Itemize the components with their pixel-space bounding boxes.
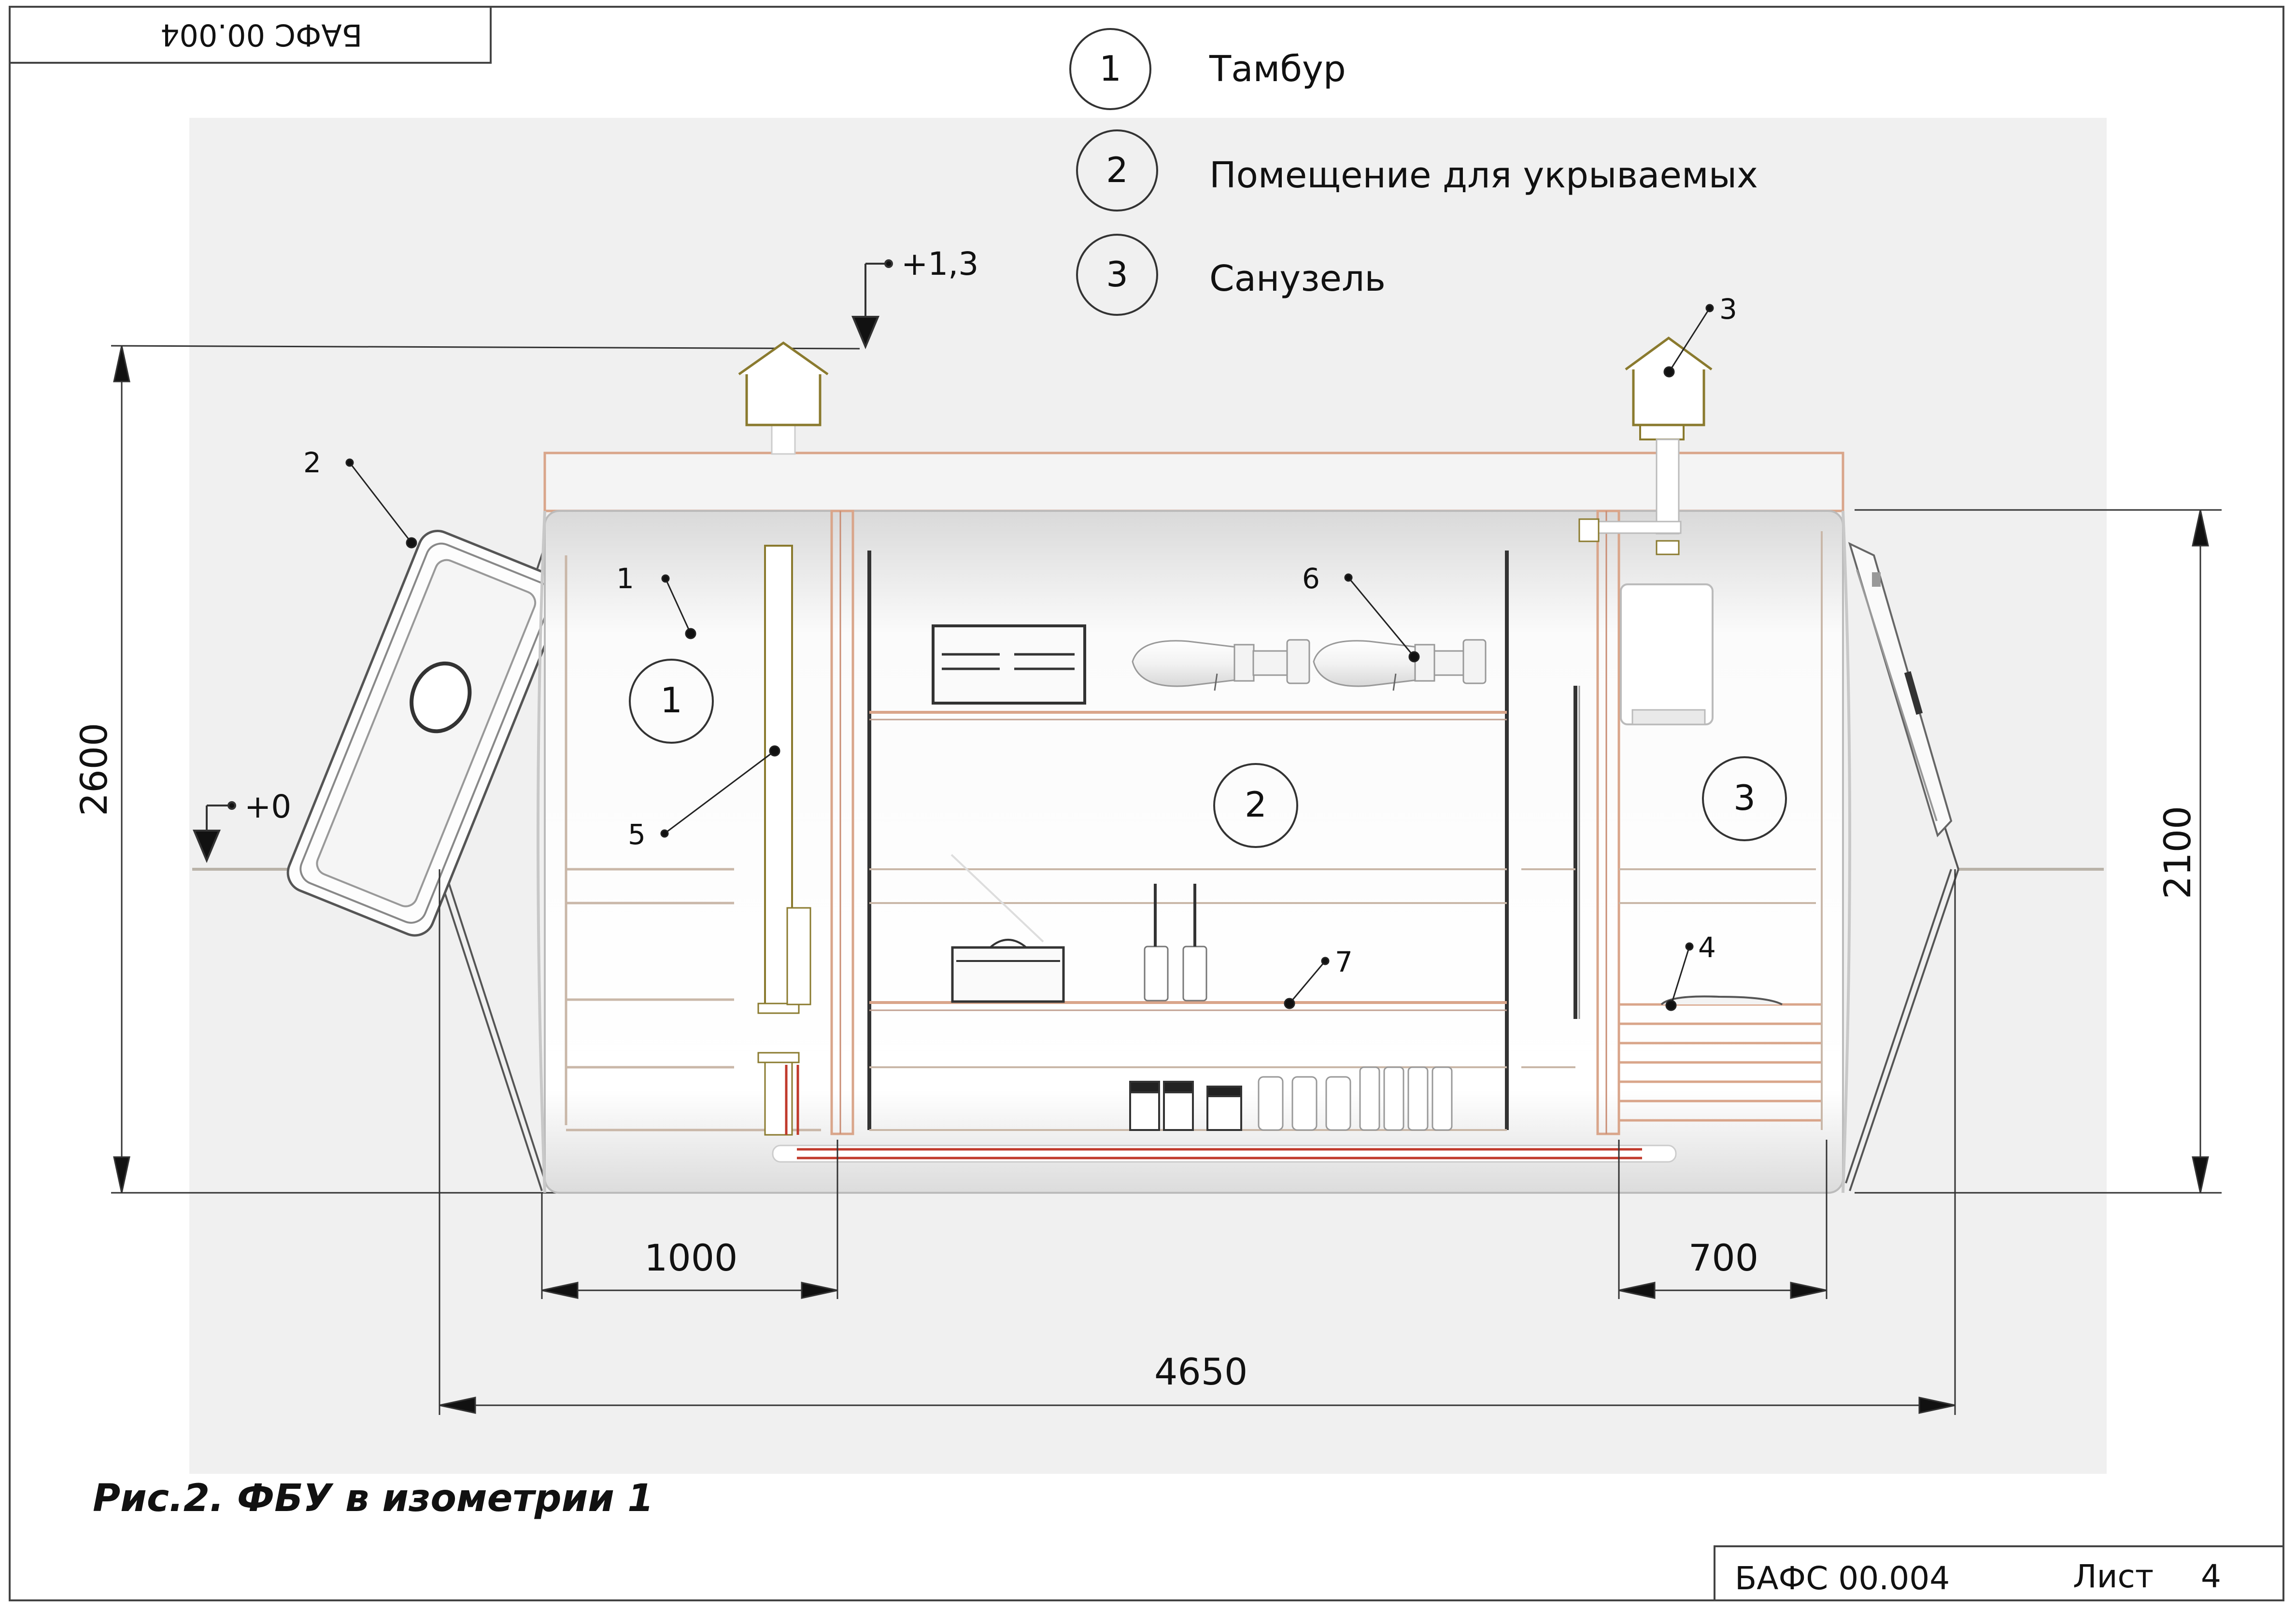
level-ground-label: +0 [244, 788, 292, 825]
document-code: БАФС 00.004 [1735, 1560, 1950, 1597]
sheet-frame [9, 6, 2284, 1601]
sheet-number: 4 [2201, 1558, 2221, 1595]
zone-marker-toilet: 3 [1702, 756, 1787, 841]
zone-number-vestibule: 1 [660, 680, 682, 721]
dimension-toilet-width: 700 [1688, 1236, 1759, 1279]
level-markers [192, 259, 893, 863]
figure-caption: Рис.2. ФБУ в изометрии 1 [93, 1477, 654, 1520]
water-tank [1620, 583, 1714, 725]
callout-pipe: 5 [628, 818, 646, 851]
water-containers [1144, 884, 1207, 1002]
bottles [1258, 1066, 1453, 1131]
callout-vestibule: 1 [616, 562, 634, 595]
legend-marker-1: 1 [1069, 28, 1151, 110]
air-cylinders [1132, 639, 1487, 691]
bunk-rack [867, 551, 1580, 1130]
title-block: БАФС 00.004 Лист 4 [1714, 1545, 2284, 1601]
sheet-label: Лист [2073, 1558, 2154, 1595]
legend-marker-2: 2 [1076, 129, 1158, 212]
inverted-code-box: БАФС 00.004 [9, 6, 492, 64]
roof-slab [543, 452, 1844, 512]
dimension-lines [113, 345, 2209, 1415]
legend-number-2: 2 [1106, 150, 1128, 190]
callout-shelf: 7 [1335, 946, 1353, 978]
supply-box [950, 854, 1065, 1003]
zone-number-toilet: 3 [1733, 777, 1756, 818]
vent-left [738, 341, 829, 455]
callout-hatch: 2 [303, 446, 321, 479]
callout-vent: 3 [1719, 293, 1737, 325]
legend-number-3: 3 [1106, 254, 1128, 295]
legend-label-2: Помещение для укрываемых [1209, 155, 1758, 196]
callout-leaders [345, 304, 1714, 1011]
legend-marker-3: 3 [1076, 234, 1158, 316]
partition-walls [830, 509, 1620, 1135]
zone-marker-shelter: 2 [1213, 763, 1298, 848]
exit-hatch [1848, 542, 1953, 837]
vestibule-pipe [757, 545, 811, 1136]
dimension-vestibule-width: 1000 [644, 1236, 738, 1279]
zone-marker-vestibule: 1 [629, 659, 714, 744]
entrance-hatch [286, 529, 566, 937]
dimension-total-height: 2600 [72, 722, 115, 816]
level-top-label: +1,3 [901, 245, 979, 283]
dimension-total-length: 4650 [1154, 1350, 1248, 1393]
legend-label-1: Тамбур [1209, 48, 1346, 90]
control-panel [932, 624, 1086, 705]
toilet-walls [1619, 531, 1823, 1130]
callout-toilet-item: 4 [1698, 931, 1716, 964]
level-lines [111, 345, 2222, 1194]
callout-cylinder: 6 [1302, 562, 1320, 595]
drain-pipe [772, 1145, 1677, 1163]
zone-number-shelter: 2 [1245, 784, 1267, 825]
legend-number-1: 1 [1099, 48, 1121, 89]
inverted-document-code: БАФС 00.004 [160, 17, 363, 53]
legend-label-3: Санузель [1209, 258, 1386, 299]
canisters [1129, 1081, 1242, 1131]
dimension-inner-height: 2100 [2156, 806, 2199, 899]
